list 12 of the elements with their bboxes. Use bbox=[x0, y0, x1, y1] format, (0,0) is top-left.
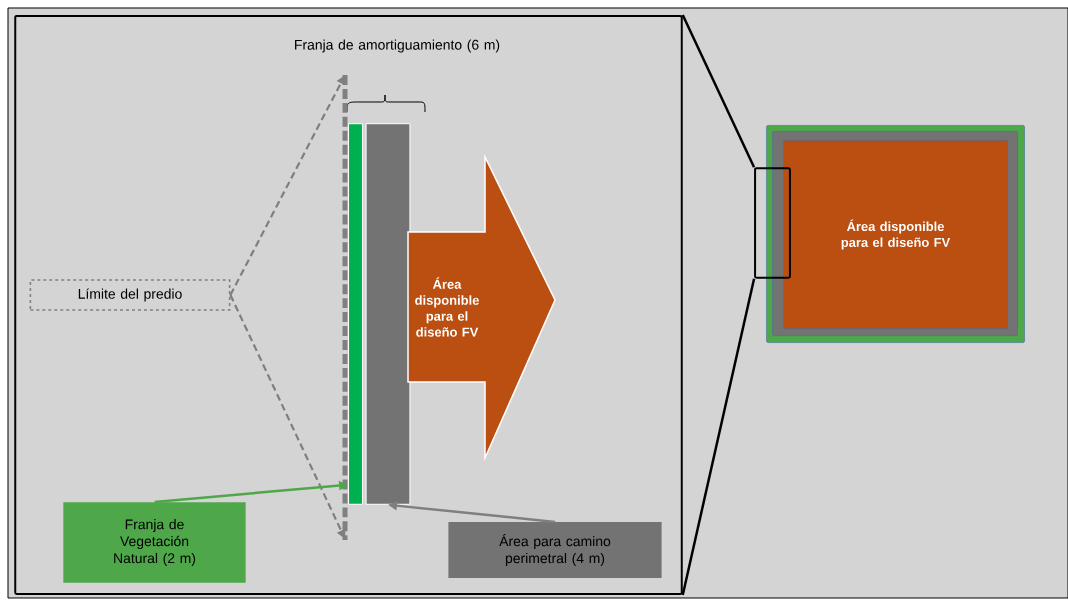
vegetation-strip bbox=[348, 123, 363, 505]
road-label-box: Área para camino perimetral (4 m) bbox=[448, 522, 662, 578]
dimension-label: Franja de amortiguamiento (6 m) bbox=[295, 39, 500, 53]
vegetation-label-box: Franja de Vegetación Natural (2 m) bbox=[63, 502, 246, 583]
zoom-line bbox=[681, 278, 756, 596]
detail-frame bbox=[14, 15, 683, 595]
available-area-box: Área disponible para el diseño FV bbox=[783, 140, 1008, 329]
boundary-label-box: Límite del predio bbox=[29, 279, 231, 311]
road-strip bbox=[365, 123, 411, 505]
zoom-box bbox=[754, 167, 791, 279]
zoom-line bbox=[681, 14, 756, 168]
boundary-line bbox=[342, 75, 348, 540]
